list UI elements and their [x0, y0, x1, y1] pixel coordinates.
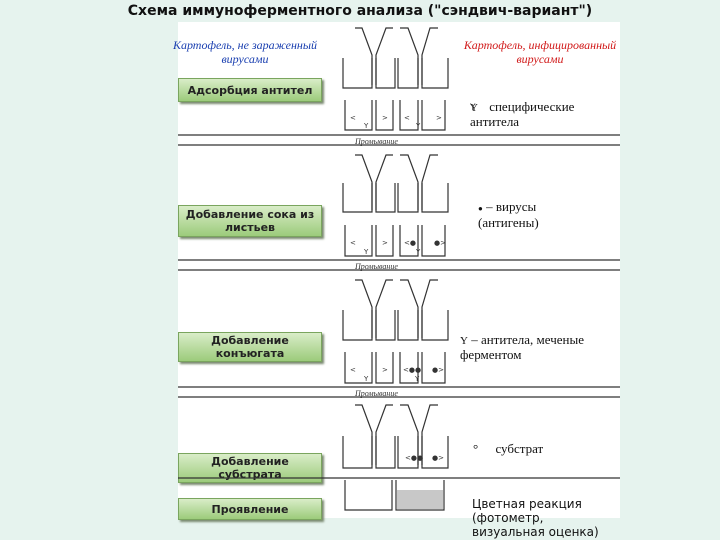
- svg-text:Y: Y: [363, 248, 369, 256]
- pipette-right-1: [400, 27, 419, 85]
- well-colored: [395, 480, 445, 511]
- label-infected-potato: Картофель, инфицированный вирусами: [463, 38, 617, 66]
- svg-text:<●●: <●●: [403, 366, 421, 374]
- svg-text:<: <: [404, 114, 410, 122]
- svg-text:Y: Y: [414, 375, 420, 383]
- well-colorless: [344, 480, 393, 511]
- wash-label-3: Промывание: [355, 389, 398, 398]
- pipette-left-1: [355, 27, 373, 85]
- labeled-antibody-symbol-icon: Y: [460, 335, 468, 347]
- legend-substrate: ° субстрат: [473, 441, 544, 456]
- wash-label-2: Промывание: [355, 262, 398, 271]
- step-add-conjugate: Добавление конъюгата: [178, 332, 322, 362]
- legend-specific-antibodies: Y специфические антитела: [470, 99, 575, 129]
- svg-text:Y: Y: [415, 248, 421, 256]
- svg-text:<: <: [350, 366, 356, 374]
- colored-solution: [397, 490, 443, 509]
- page-title: Схема иммуноферментного анализа ("сэндви…: [127, 3, 593, 19]
- antibody-symbol-icon: Y: [470, 102, 478, 114]
- step-add-leaf-sap: Добавление сока из листьев: [178, 205, 322, 237]
- svg-text:●>: ●>: [432, 454, 444, 462]
- svg-text:Y: Y: [363, 375, 369, 383]
- substrate-symbol-icon: °: [473, 441, 479, 456]
- label-healthy-potato: Картофель, не зараженный вирусами: [172, 38, 318, 66]
- antibody-mark: <: [350, 114, 356, 122]
- pipette-right-1b: [421, 27, 438, 85]
- svg-text:Y: Y: [363, 122, 369, 130]
- pipette-left-1b: [375, 27, 393, 85]
- legend-y-marker: Y: [469, 103, 476, 113]
- legend-enzyme-labeled-antibodies: Y – антитела, меченые ферментом: [460, 332, 584, 362]
- svg-text:●>: ●>: [434, 239, 446, 247]
- virus-symbol-icon: ●: [478, 204, 483, 213]
- wash-label-1: Промывание: [355, 137, 398, 146]
- svg-text:<: <: [350, 239, 356, 247]
- svg-text:●>: ●>: [432, 366, 444, 374]
- well: [342, 58, 373, 89]
- svg-text:<●: <●: [404, 239, 416, 247]
- svg-text:>: >: [382, 114, 388, 122]
- step-antibody-adsorption: Адсорбция антител: [178, 78, 322, 102]
- svg-text:<●●: <●●: [405, 454, 423, 462]
- svg-text:>: >: [436, 114, 442, 122]
- legend-color-reaction: Цветная реакция (фотометр, визуальная оц…: [472, 497, 599, 539]
- legend-viruses: ● – вирусы (антигены): [478, 199, 539, 230]
- svg-text:>: >: [382, 366, 388, 374]
- svg-text:>: >: [382, 239, 388, 247]
- svg-text:Y: Y: [415, 122, 421, 130]
- step-development: Проявление: [178, 498, 322, 520]
